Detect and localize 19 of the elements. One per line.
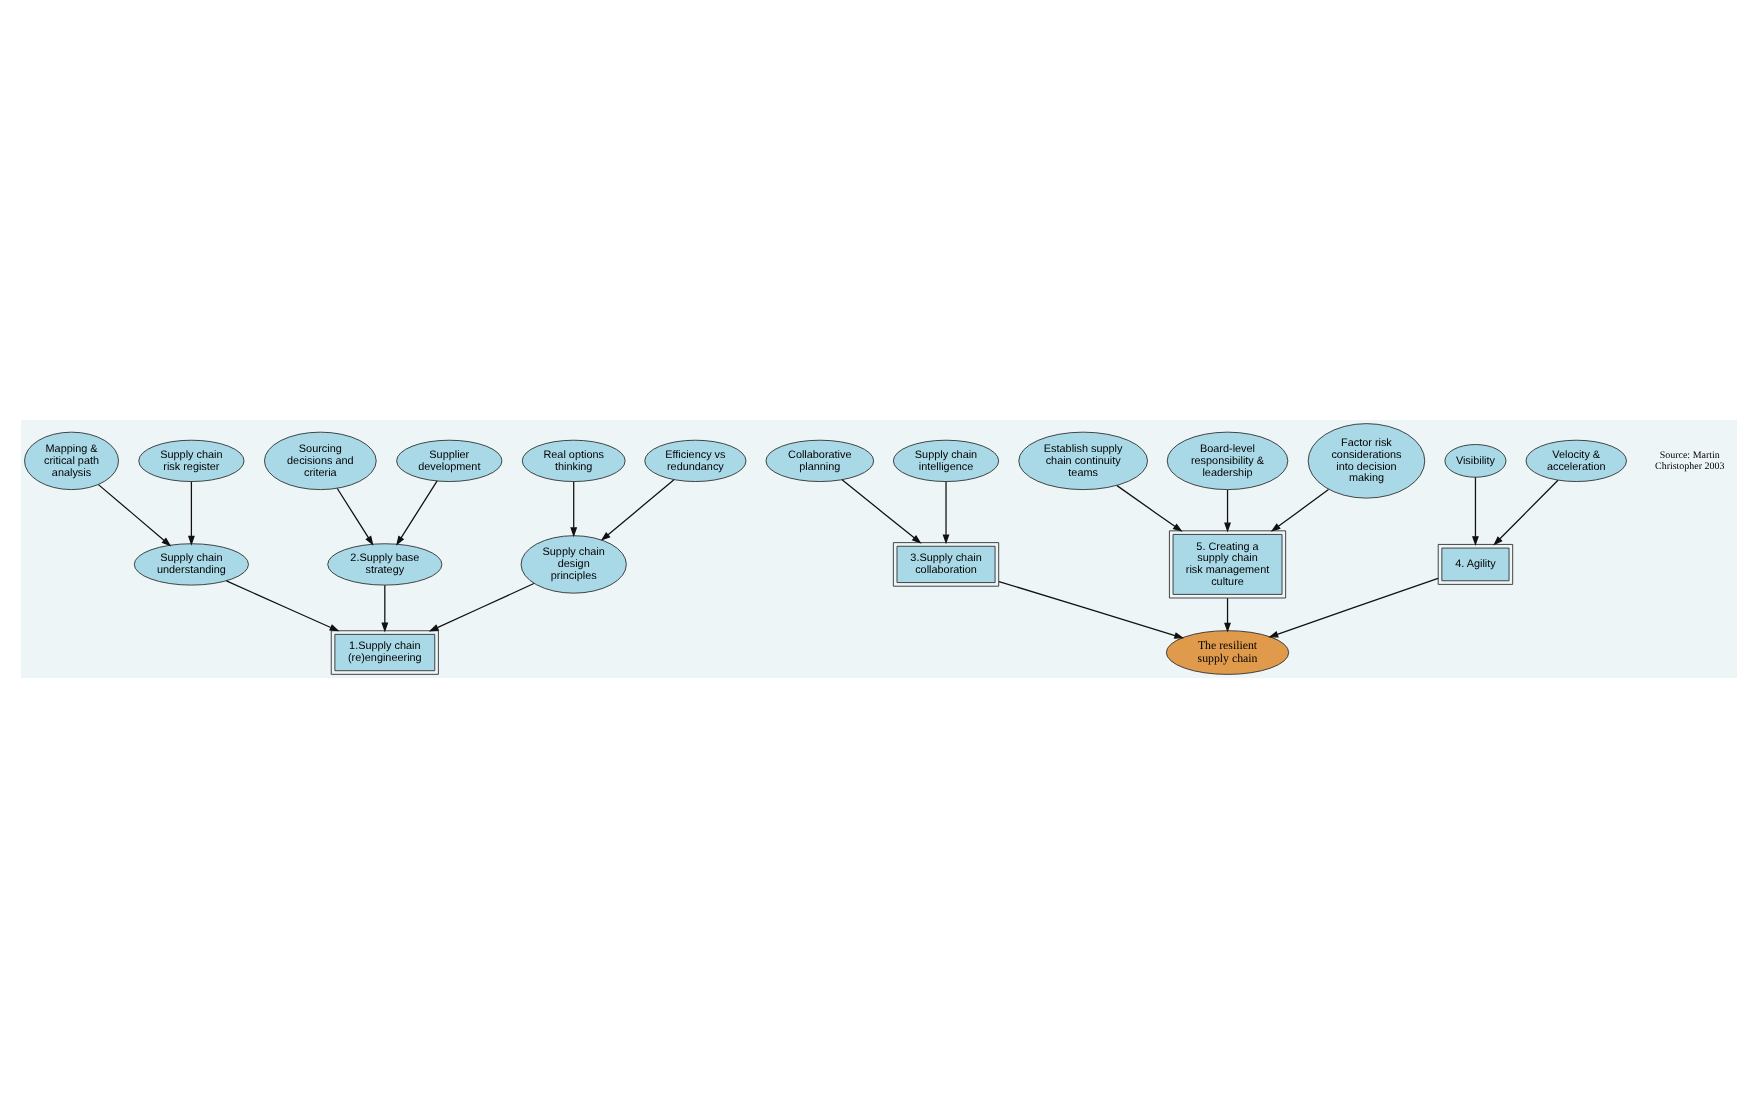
arrow bbox=[841, 478, 922, 543]
arrow bbox=[1493, 478, 1559, 545]
arrow bbox=[998, 579, 1185, 638]
arrow bbox=[1116, 484, 1183, 531]
arrow bbox=[1224, 488, 1231, 532]
arrow bbox=[1472, 475, 1479, 545]
arrow bbox=[600, 478, 675, 540]
arrow bbox=[1268, 576, 1439, 637]
arrow bbox=[428, 581, 535, 631]
arrow bbox=[1270, 487, 1330, 531]
arrow bbox=[396, 479, 438, 545]
arrow bbox=[381, 583, 389, 632]
arrow bbox=[942, 480, 950, 544]
arrow bbox=[570, 480, 578, 537]
arrow bbox=[97, 482, 172, 546]
arrow bbox=[1224, 596, 1231, 632]
arrow bbox=[187, 480, 195, 545]
arrow bbox=[336, 486, 374, 545]
arrow bbox=[225, 579, 340, 631]
